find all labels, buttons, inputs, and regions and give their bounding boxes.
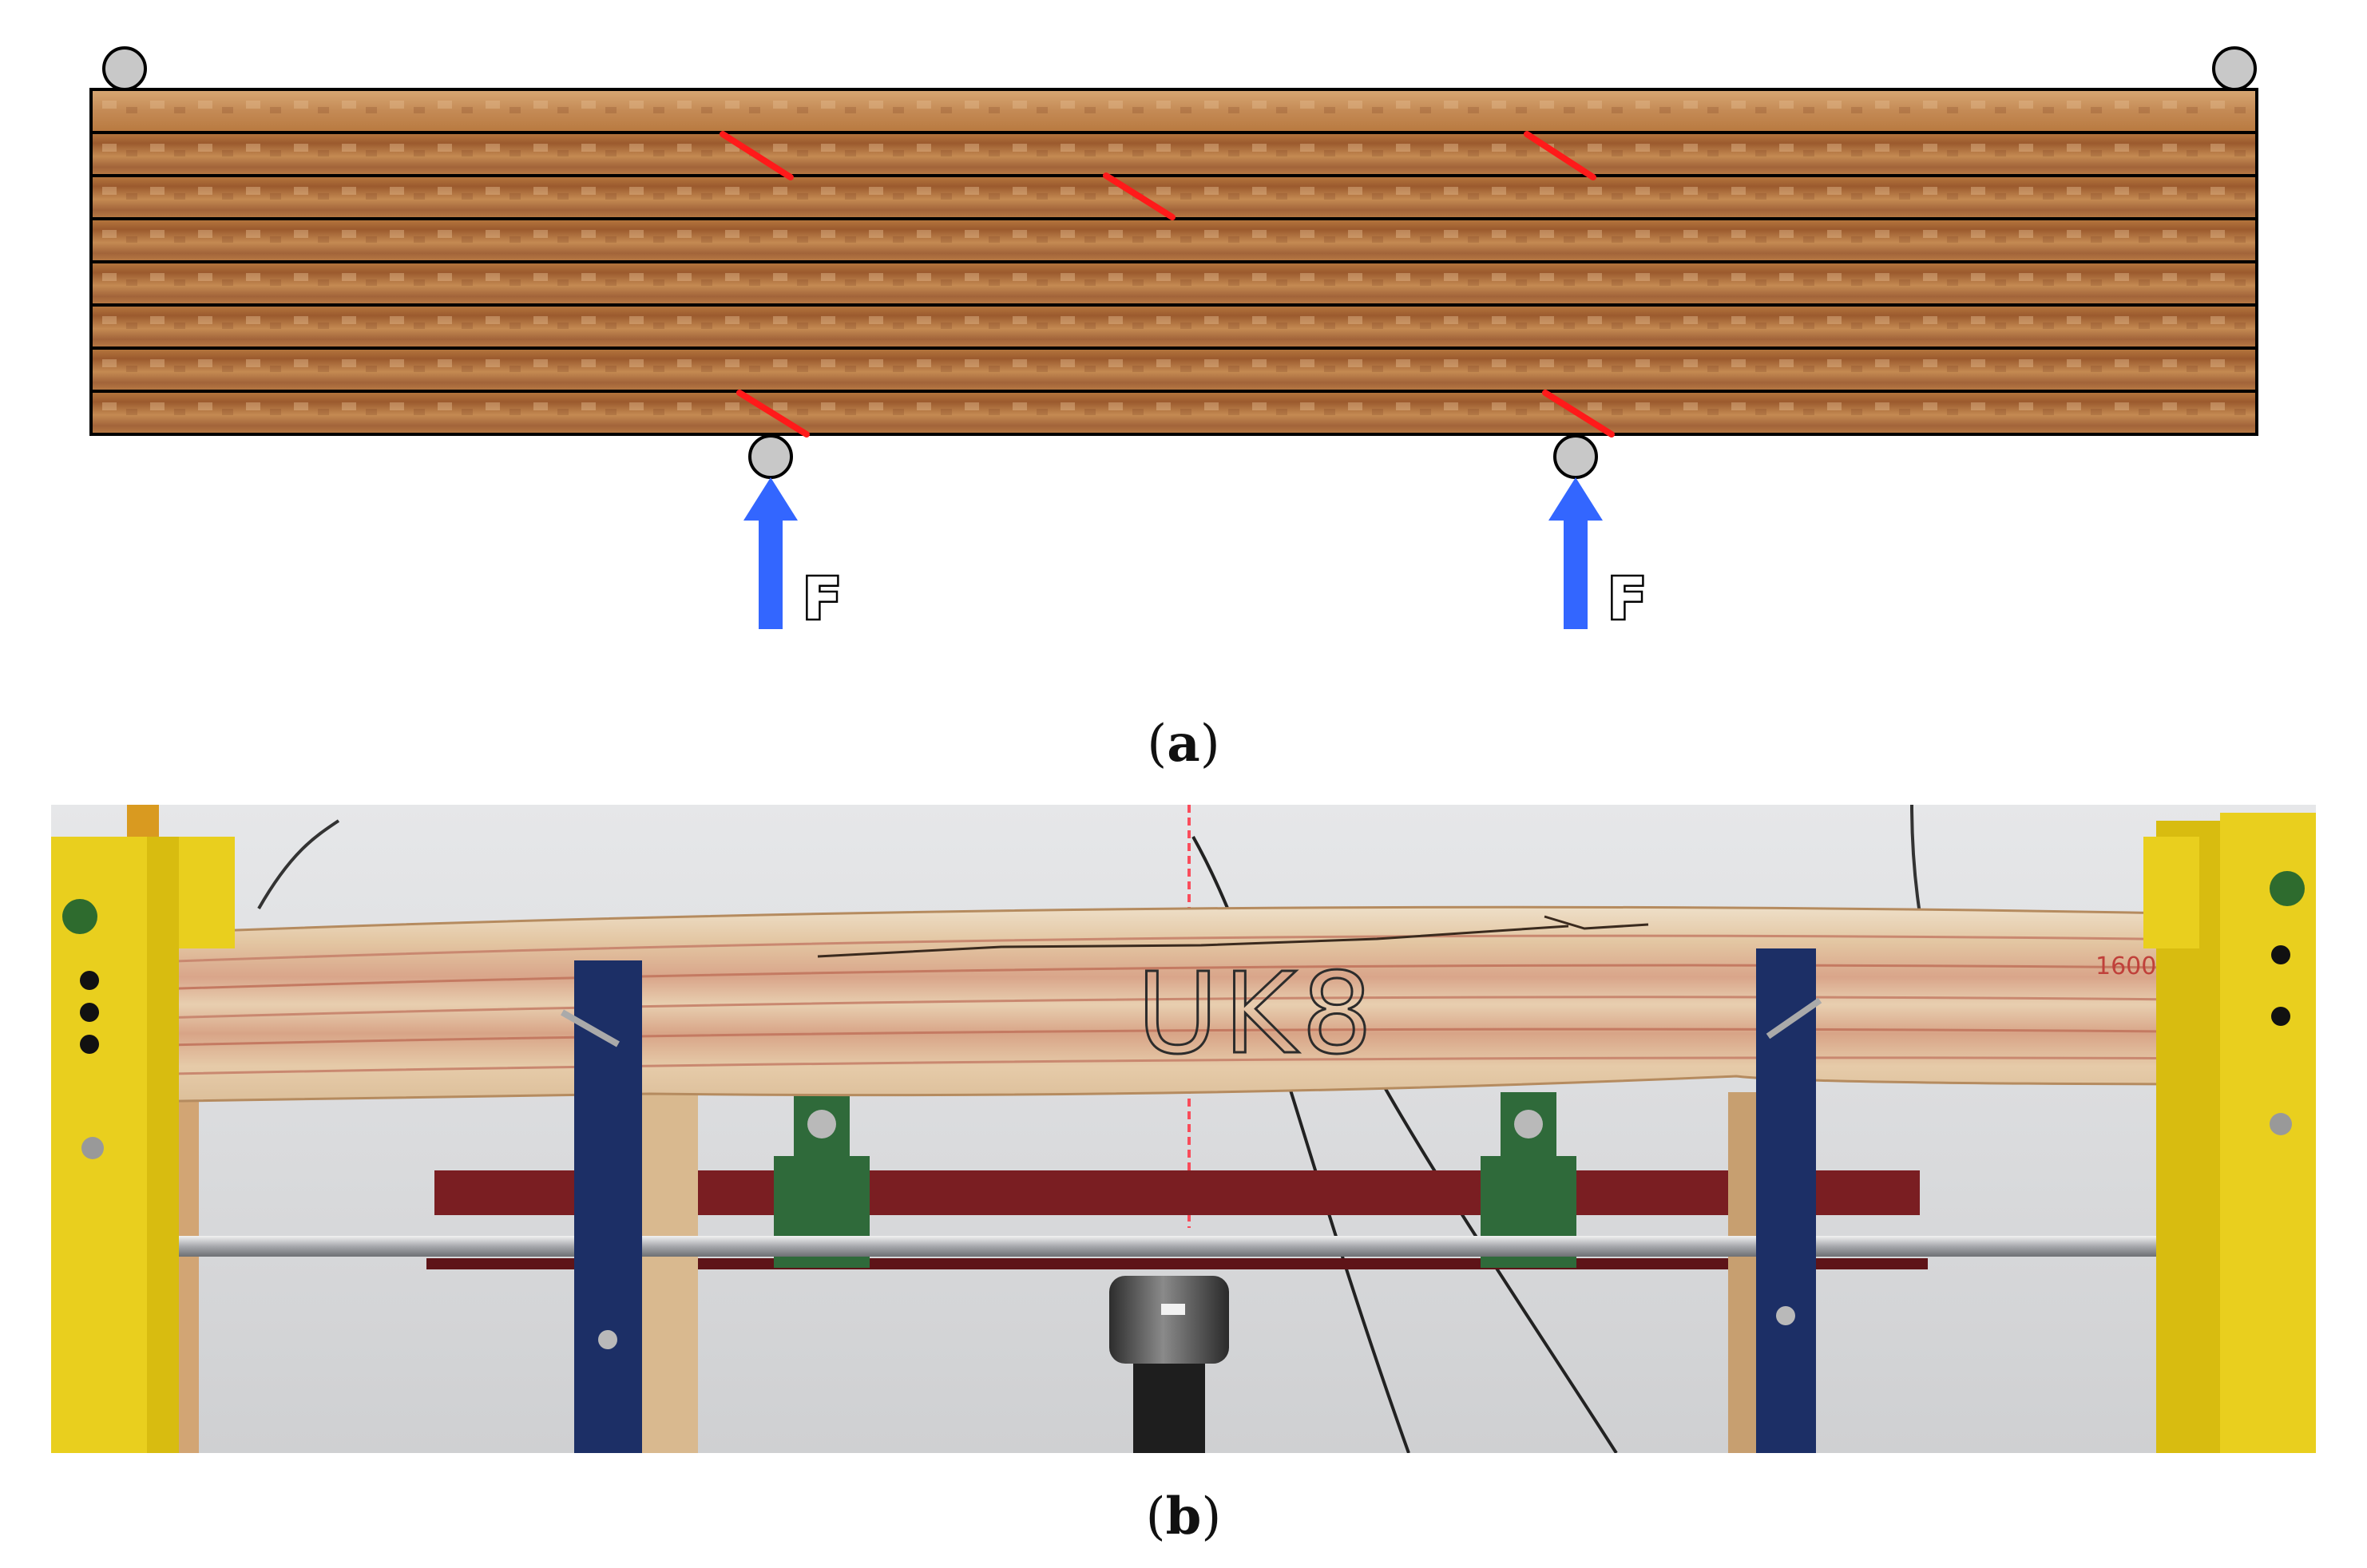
force-label: F <box>803 565 842 632</box>
specimen-beam <box>129 905 2257 1103</box>
reaction-frame-right <box>2143 813 2316 1453</box>
guide-rail <box>51 1236 2316 1257</box>
beam-marking: 1600 <box>2095 952 2156 980</box>
glulam-beam <box>89 88 2258 436</box>
glue-line <box>130 996 2256 1020</box>
force-arrow-head <box>1548 477 1603 521</box>
crack-mark <box>1542 390 1615 438</box>
lamella-grain <box>91 89 2257 133</box>
load-cell-label <box>1161 1304 1185 1315</box>
supports <box>102 46 2257 479</box>
lateral-support-right <box>1756 948 1822 1453</box>
lamella-grain <box>91 391 2257 434</box>
lamella-grain <box>91 348 2257 391</box>
caption-b: (b) <box>1145 1487 1222 1546</box>
crack <box>817 925 1569 958</box>
crack-mark <box>1524 131 1596 180</box>
lamella-grain <box>91 133 2257 176</box>
support-roller <box>1553 434 1598 479</box>
reaction-frame-left <box>51 805 235 1453</box>
crack-mark <box>720 131 794 180</box>
force-arrow-shaft <box>1564 511 1588 629</box>
lamella-grain <box>91 305 2257 348</box>
force-arrow-head <box>743 477 798 521</box>
crack-mark <box>1103 172 1176 220</box>
load-cell <box>1109 1276 1229 1364</box>
force-arrow-shaft <box>759 511 783 629</box>
lamella-grain <box>91 262 2257 305</box>
specimen-label: UK8 <box>1136 949 1377 1079</box>
glue-line <box>130 964 2256 992</box>
glue-line <box>130 1028 2256 1047</box>
lateral-support-left <box>561 960 642 1453</box>
crack-mark <box>736 390 810 438</box>
beam-outline <box>89 88 2258 436</box>
force-label: F <box>1608 565 1647 632</box>
actuator <box>1133 1364 1205 1453</box>
caption-a: (a) <box>1147 714 1220 774</box>
glue-line <box>130 1056 2256 1076</box>
cable <box>257 819 340 909</box>
support-roller <box>748 434 793 479</box>
support-roller <box>102 46 147 91</box>
crack <box>1544 915 1649 930</box>
test-setup-photo: UK8 1600 860 <box>51 805 2316 1453</box>
glue-line <box>130 934 2256 964</box>
crack-marks <box>720 131 1615 438</box>
support-roller <box>2212 46 2257 91</box>
lamella-grain <box>91 219 2257 262</box>
lamella-grain <box>91 176 2257 219</box>
